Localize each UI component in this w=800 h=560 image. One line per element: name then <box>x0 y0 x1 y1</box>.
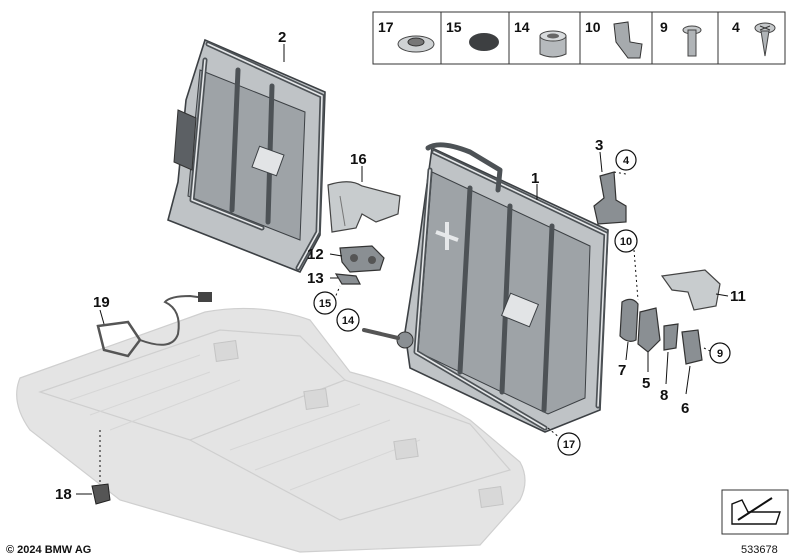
copyright-text: © 2024 BMW AG <box>6 544 91 556</box>
label-8: 8 <box>660 387 668 404</box>
table-cell-label-4: 4 <box>732 19 740 35</box>
label-2: 2 <box>278 29 286 46</box>
part-19-harness <box>96 292 212 358</box>
part-16-cover <box>327 181 401 233</box>
label-18: 18 <box>55 486 72 503</box>
part-12-bracket <box>339 245 385 273</box>
part-14-bolt <box>362 328 400 340</box>
table-cell-label-14: 14 <box>514 19 530 35</box>
label-5: 5 <box>642 375 650 392</box>
seat-cushion <box>16 307 526 553</box>
backrest-frame-main <box>396 142 609 433</box>
table-cell-label-17: 17 <box>378 19 394 35</box>
part-6-bracket <box>681 329 703 365</box>
part-14-bushing-icon <box>539 30 567 58</box>
part-17-clip-icon <box>397 35 435 53</box>
label-3: 3 <box>595 137 603 154</box>
parts-table: 17 15 14 10 9 4 <box>372 11 786 65</box>
part-7-cover <box>619 298 639 342</box>
circle-label-15: 15 <box>319 298 331 310</box>
label-11: 11 <box>730 288 746 305</box>
label-16: 16 <box>350 151 367 168</box>
part-10-bracket-icon <box>613 21 643 59</box>
part-4-screw-icon <box>754 22 776 57</box>
table-cell-label-9: 9 <box>660 19 668 35</box>
label-6: 6 <box>681 400 689 417</box>
circle-label-9: 9 <box>717 348 723 360</box>
part-18-grommet <box>91 430 111 505</box>
circled-callouts: 4 10 9 15 14 17 <box>313 149 731 456</box>
label-1: 1 <box>531 170 539 187</box>
callout-labels: 2 1 3 16 12 13 11 7 5 8 6 19 18 <box>55 29 746 503</box>
backrest-frame-left <box>167 38 326 274</box>
circle-label-4: 4 <box>623 155 630 167</box>
table-cell-label-10: 10 <box>585 19 601 35</box>
leader-lines <box>76 44 729 495</box>
label-13: 13 <box>307 270 324 287</box>
label-7: 7 <box>618 362 626 379</box>
circle-label-14: 14 <box>342 315 355 327</box>
part-5-bracket <box>637 307 661 353</box>
document-number: 533678 <box>741 544 778 556</box>
table-cell-label-15: 15 <box>446 19 462 35</box>
label-19: 19 <box>93 294 110 311</box>
part-13-clip <box>334 273 361 285</box>
part-15-plug-icon <box>469 33 499 51</box>
circle-label-17: 17 <box>563 439 575 451</box>
part-11-cover <box>660 269 721 311</box>
circle-label-10: 10 <box>620 236 632 248</box>
part-8-plate <box>663 323 679 351</box>
part-3-lever <box>593 171 627 225</box>
label-12: 12 <box>307 246 324 263</box>
part-9-bolt-icon <box>682 25 702 57</box>
view-direction-symbol <box>721 489 789 535</box>
